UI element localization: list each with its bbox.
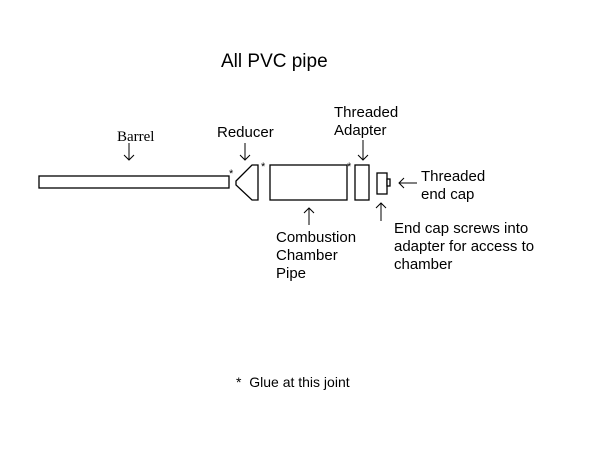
- threaded-adapter-label-line-1: Threaded: [334, 104, 398, 121]
- combustion-chamber-pipe: [269, 164, 348, 201]
- glue-marker-reducer-chamber: *: [261, 161, 266, 173]
- end-cap-knob: [386, 178, 391, 187]
- threaded-adapter: [354, 164, 370, 201]
- glue-marker-chamber-adapter: *: [347, 161, 352, 173]
- threaded-end-cap: [376, 172, 388, 195]
- glue-marker-barrel-reducer: *: [229, 168, 234, 180]
- reducer-arrow: [239, 143, 251, 161]
- barrel-pipe: [38, 175, 230, 189]
- end-cap-note-line-3: chamber: [394, 256, 452, 273]
- glue-footnote: * Glue at this joint: [236, 374, 350, 390]
- combustion-chamber-arrow: [303, 207, 315, 225]
- barrel-label: Barrel: [117, 129, 154, 145]
- threaded-end-cap-label-line-2: end cap: [421, 186, 474, 203]
- reducer-fitting: [235, 164, 259, 201]
- end-cap-note-line-1: End cap screws into: [394, 220, 528, 237]
- combustion-chamber-label-line-2: Chamber: [276, 247, 338, 264]
- end-cap-note-line-2: adapter for access to: [394, 238, 534, 255]
- diagram-title: All PVC pipe: [221, 51, 328, 72]
- reducer-label: Reducer: [217, 124, 274, 141]
- end-cap-note-arrow: [375, 202, 387, 221]
- threaded-adapter-arrow: [357, 140, 369, 161]
- threaded-adapter-label-line-2: Adapter: [334, 122, 387, 139]
- threaded-end-cap-label-line-1: Threaded: [421, 168, 485, 185]
- combustion-chamber-label-line-3: Pipe: [276, 265, 306, 282]
- threaded-end-cap-arrow: [398, 177, 417, 189]
- barrel-arrow: [123, 143, 135, 161]
- combustion-chamber-label-line-1: Combustion: [276, 229, 356, 246]
